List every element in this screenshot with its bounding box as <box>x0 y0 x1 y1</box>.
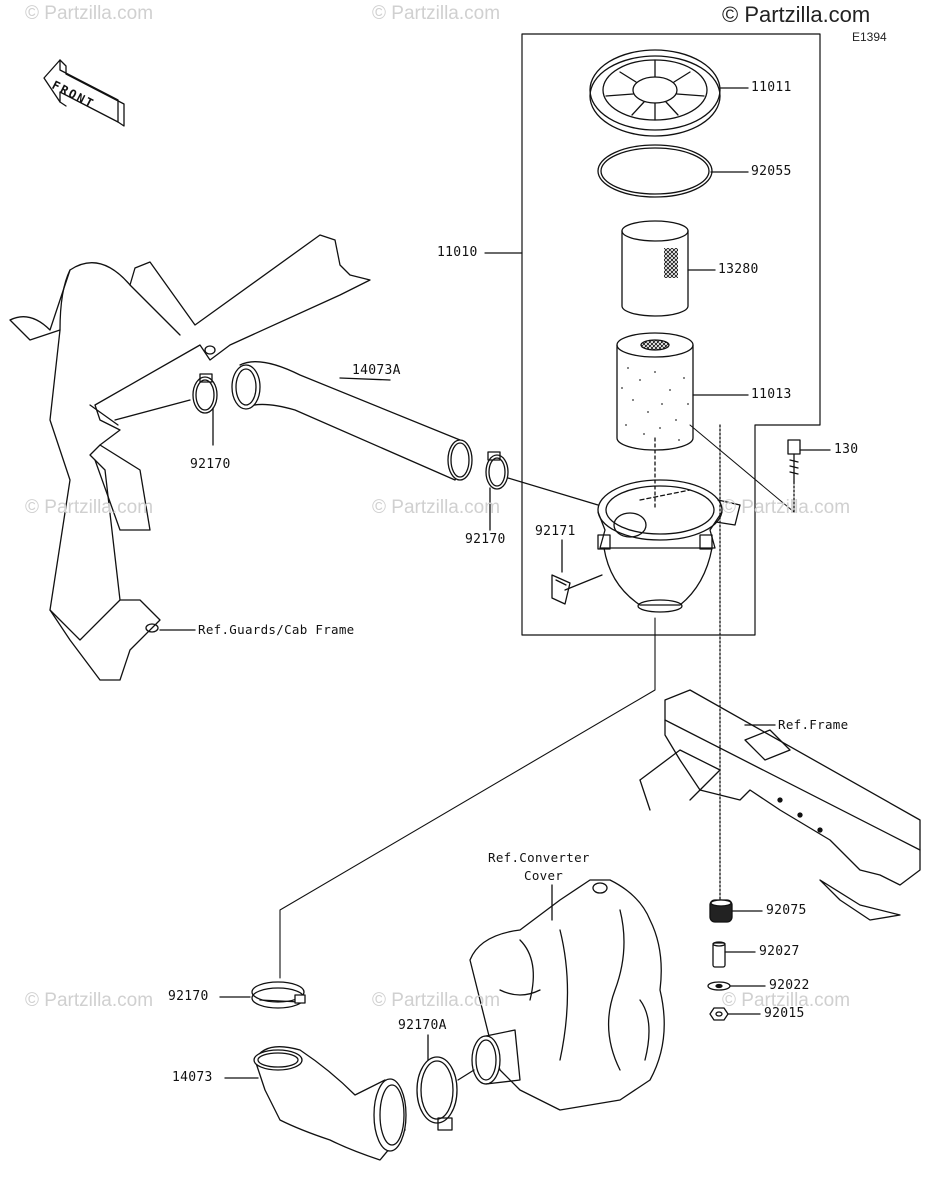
part-label-92170a[interactable]: 92170A <box>398 1018 447 1033</box>
part-label-92170[interactable]: 92170 <box>465 532 506 547</box>
brand-title: © Partzilla.com <box>722 2 871 27</box>
watermark: © Partzilla.com <box>372 990 501 1011</box>
watermark: © Partzilla.com <box>25 3 154 24</box>
part-label-92055[interactable]: 92055 <box>751 164 792 179</box>
air-cleaner-housing <box>598 480 740 612</box>
grommet <box>710 900 732 922</box>
part-label-130[interactable]: 130 <box>834 442 859 457</box>
clip <box>552 575 570 604</box>
vehicle-frame <box>640 690 920 920</box>
washer <box>708 982 730 990</box>
converter-outlet <box>472 1030 520 1084</box>
front-arrow-icon <box>44 60 124 126</box>
air-cleaner-cap <box>590 50 720 136</box>
assembly-bracket <box>522 34 820 635</box>
o-ring <box>598 145 712 197</box>
ref-converter-cover[interactable]: Ref.Converter <box>488 850 590 865</box>
part-label-92171[interactable]: 92171 <box>535 524 576 539</box>
part-label-14073[interactable]: 14073 <box>172 1070 213 1085</box>
part-label-92027[interactable]: 92027 <box>759 944 800 959</box>
ref-frame[interactable]: Ref.Frame <box>778 717 849 732</box>
intake-duct-lower <box>254 1047 406 1160</box>
watermark: © Partzilla.com <box>372 3 501 24</box>
watermark: © Partzilla.com <box>25 990 154 1011</box>
part-label-11013[interactable]: 11013 <box>751 387 792 402</box>
part-label-92015[interactable]: 92015 <box>764 1006 805 1021</box>
part-label-14073a[interactable]: 14073A <box>352 363 401 378</box>
diagram-code: E1394 <box>852 30 887 44</box>
collar <box>713 942 725 967</box>
part-label-92170[interactable]: 92170 <box>168 989 209 1004</box>
part-label-92075[interactable]: 92075 <box>766 903 807 918</box>
converter-cover <box>470 880 664 1110</box>
part-label-92022[interactable]: 92022 <box>769 978 810 993</box>
hose-clamp <box>252 982 305 1008</box>
intake-duct-upper <box>232 362 472 480</box>
watermark: © Partzilla.com <box>722 497 851 518</box>
part-label-11010[interactable]: 11010 <box>437 245 478 260</box>
hose-clamp <box>417 1057 457 1130</box>
watermark: © Partzilla.com <box>372 497 501 518</box>
part-label-11011[interactable]: 11011 <box>751 80 792 95</box>
air-filter-element <box>617 333 693 450</box>
ref-guards-cab-frame[interactable]: Ref.Guards/Cab Frame <box>198 622 355 637</box>
hose-clamp <box>193 374 217 413</box>
hose-clamp <box>486 452 508 489</box>
part-label-13280[interactable]: 13280 <box>718 262 759 277</box>
watermark: © Partzilla.com <box>25 497 154 518</box>
part-label-92170[interactable]: 92170 <box>190 457 231 472</box>
cab-frame <box>10 235 370 680</box>
pre-filter-screen <box>622 221 688 316</box>
watermark: © Partzilla.com <box>722 990 851 1011</box>
bolt <box>788 440 800 482</box>
ref-converter-cover-line2[interactable]: Cover <box>524 868 564 883</box>
